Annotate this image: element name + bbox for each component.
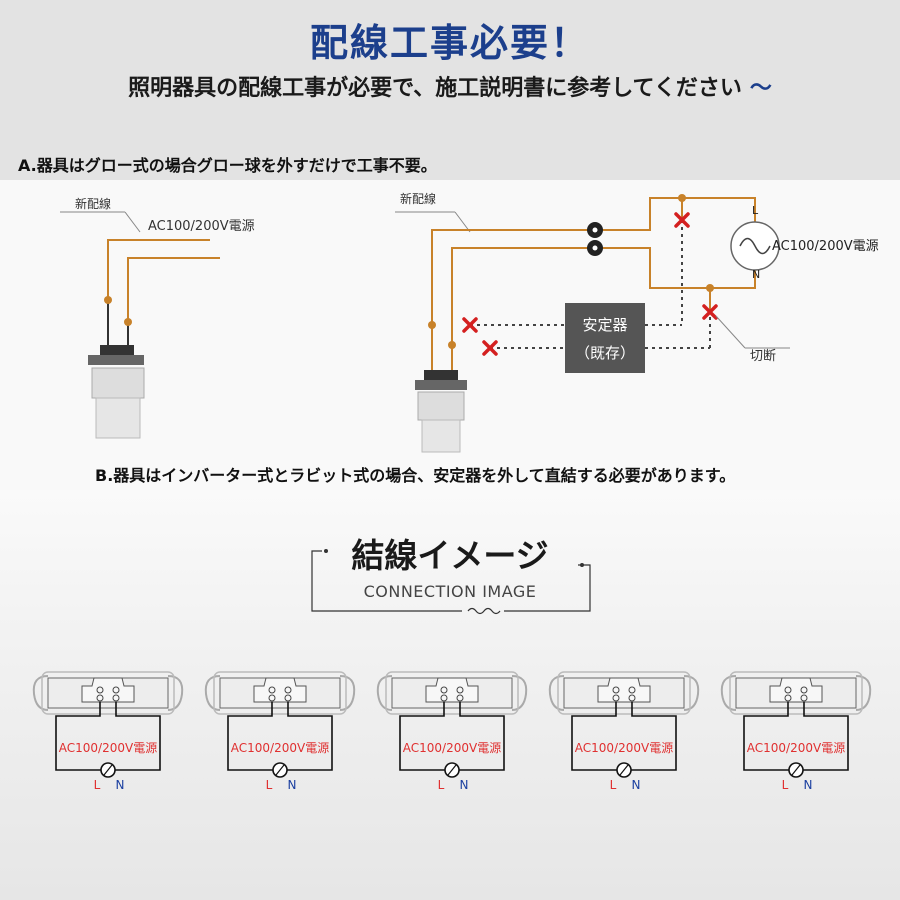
- lamp-base-a: [91, 367, 145, 399]
- wire-a2: [127, 257, 220, 350]
- fixture-socket-icon: [376, 671, 528, 778]
- fixture-socket-icon: [204, 671, 356, 778]
- fixture-l-label: L: [438, 778, 445, 792]
- new-wiring-label-b: 新配線: [400, 191, 436, 206]
- socket-a: [100, 345, 134, 355]
- connection-subtitle: CONNECTION IMAGE: [364, 582, 537, 601]
- terminal-l: L: [752, 204, 759, 217]
- fixture-l-label: L: [610, 778, 617, 792]
- fixture-l-label: L: [266, 778, 273, 792]
- note-glow-type: A.器具はグロー式の場合グロー球を外すだけで工事不要。: [18, 156, 437, 175]
- fixture-n-label: N: [288, 778, 297, 792]
- fixture-n-label: N: [804, 778, 813, 792]
- fixture-n-label: N: [460, 778, 469, 792]
- fixture-diagrams: AC100/200V電源 L N AC100/200V電源 L N AC100/…: [32, 671, 872, 792]
- page-title: 配線工事必要！: [309, 21, 590, 65]
- wiring-diagrams: 新配線 AC100/200V電源 新配線 L N AC10: [60, 191, 879, 453]
- ballast-box: [565, 303, 645, 373]
- lamp-base-b: [417, 391, 465, 421]
- subtitle-tilde: 〜: [749, 76, 772, 101]
- terminal-n: N: [752, 268, 760, 281]
- subtitle-text: 照明器具の配線工事が必要で、施工説明書に参考してください: [128, 76, 742, 101]
- fixture-3: AC100/200V電源 L N: [376, 671, 528, 792]
- ballast-label: 安定器: [582, 316, 627, 334]
- fixture-power-label: AC100/200V電源: [747, 741, 845, 755]
- fixture-power-label: AC100/200V電源: [403, 741, 501, 755]
- wire-b2: [451, 247, 595, 370]
- fixture-l-label: L: [94, 778, 101, 792]
- junction-a2: [124, 318, 132, 326]
- fixture-power-label: AC100/200V電源: [231, 741, 329, 755]
- power-label-b: AC100/200V電源: [772, 239, 879, 254]
- diagram-glow: 新配線 AC100/200V電源: [60, 196, 255, 439]
- cross-icon: [702, 304, 718, 320]
- fixture-power-label: AC100/200V電源: [59, 741, 157, 755]
- cut-marks: [462, 212, 718, 356]
- fixture-socket-icon: [720, 671, 872, 778]
- wire-a1: [107, 239, 210, 350]
- cut-label: 切断: [750, 349, 776, 364]
- fixture-power-label: AC100/200V電源: [575, 741, 673, 755]
- fixture-socket-icon: [32, 671, 184, 778]
- new-wiring-label-a: 新配線: [75, 196, 111, 211]
- cross-icon: [674, 212, 690, 228]
- fixture-l-label: L: [782, 778, 789, 792]
- fixture-1: AC100/200V電源 L N: [32, 671, 184, 792]
- diagram-inverter: 新配線 L N AC100/200V電源 安定器 （既存）: [395, 191, 879, 453]
- ballast-existing-label: （既存）: [575, 344, 635, 362]
- fixture-n-label: N: [116, 778, 125, 792]
- fixture-4: AC100/200V電源 L N: [548, 671, 700, 792]
- sine-wave-icon: [739, 237, 771, 255]
- power-label-a: AC100/200V電源: [148, 219, 255, 234]
- cross-icon: [462, 317, 478, 333]
- fixture-socket-icon: [548, 671, 700, 778]
- page-subtitle: 照明器具の配線工事が必要で、施工説明書に参考してください〜: [0, 70, 900, 102]
- junction-a1: [104, 296, 112, 304]
- note-inverter-type: B.器具はインバーター式とラビット式の場合、安定器を外して直結する必要があります…: [95, 466, 736, 485]
- connection-title: 結線イメージ: [351, 536, 548, 575]
- fixture-5: AC100/200V電源 L N: [720, 671, 872, 792]
- wave-icon: [467, 607, 501, 615]
- cross-icon: [482, 340, 498, 356]
- fixture-n-label: N: [632, 778, 641, 792]
- socket-b: [424, 370, 458, 380]
- connection-heading: 結線イメージ CONNECTION IMAGE: [311, 536, 591, 615]
- header-band: [0, 0, 900, 180]
- fixture-2: AC100/200V電源 L N: [204, 671, 356, 792]
